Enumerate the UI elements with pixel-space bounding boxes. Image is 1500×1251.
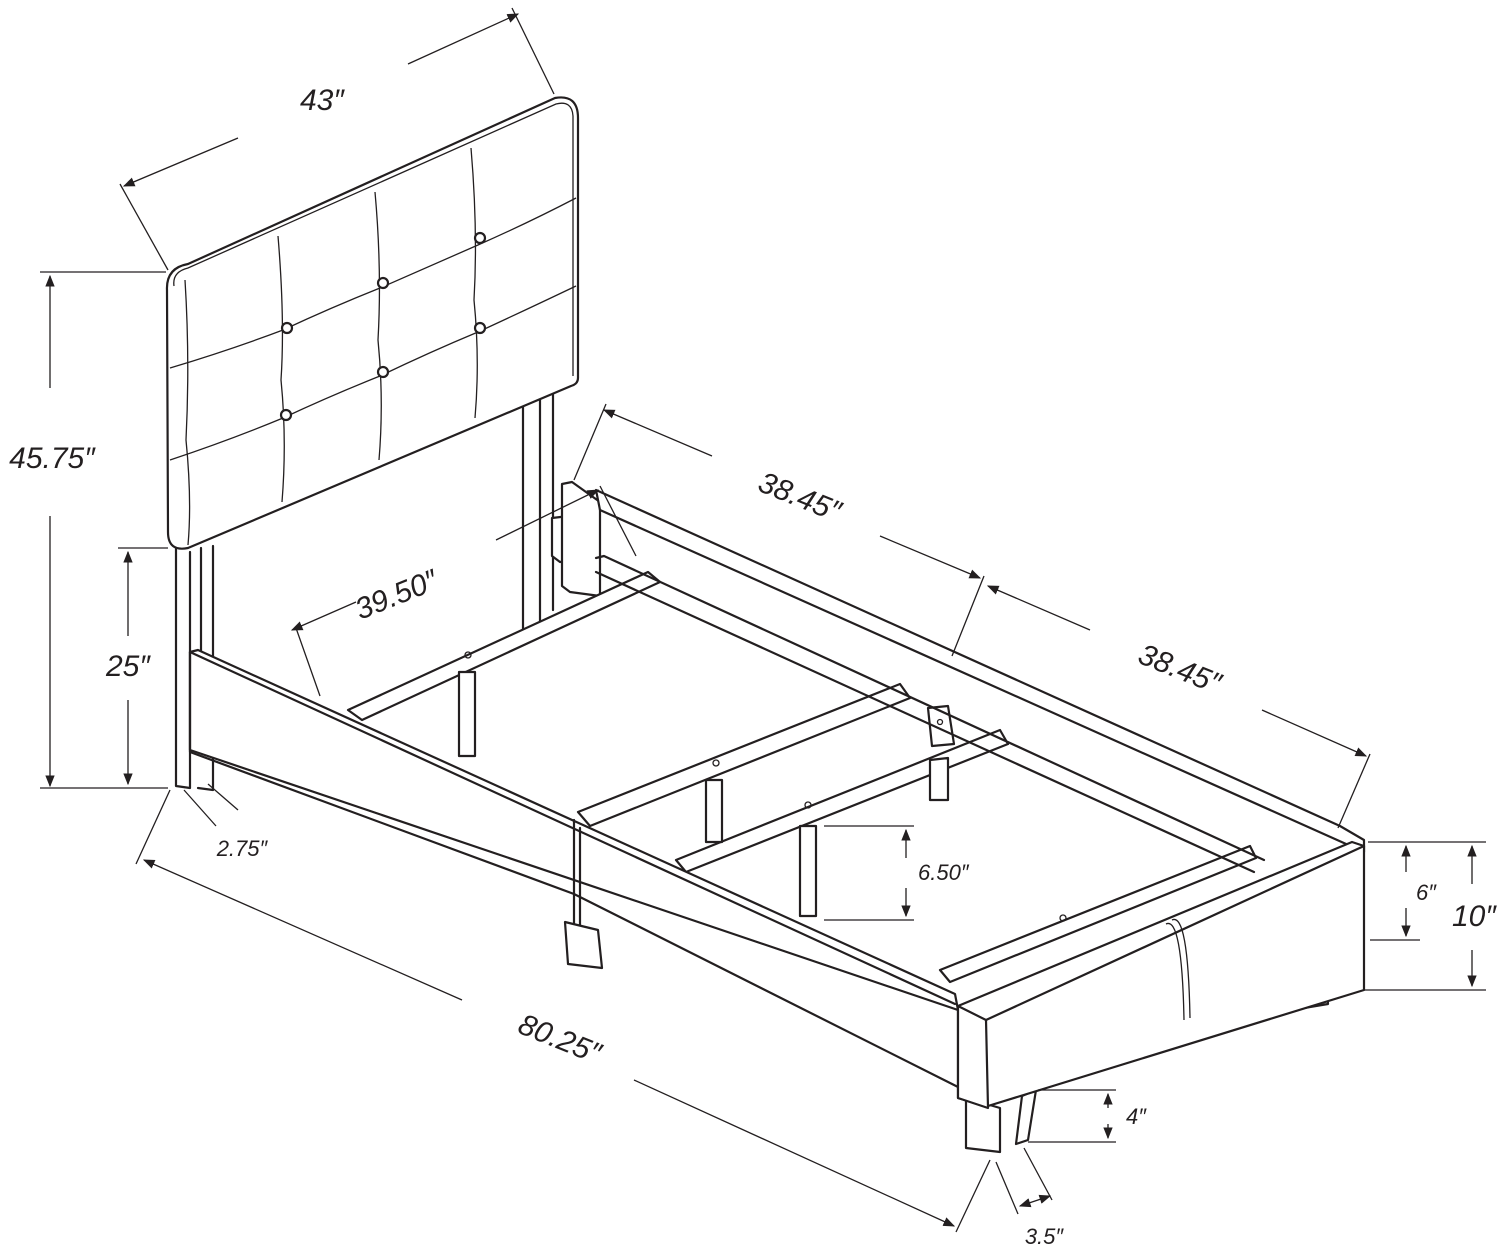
dim-footboard-rail-height: 6″ — [1368, 841, 1486, 941]
rail-inner — [594, 554, 1266, 874]
slats — [346, 570, 1258, 984]
dim-footboard-height: 10″ — [1364, 844, 1497, 991]
dim-center-leg-height: 6.50″ — [824, 825, 970, 921]
mounting-bracket-center — [926, 704, 956, 748]
label-headboard-leg-height: 25″ — [105, 650, 151, 683]
label-center-leg-height: 6.50″ — [918, 860, 970, 885]
label-inner-width: 39.50″ — [351, 563, 444, 626]
label-overall-length: 80.25″ — [514, 1008, 607, 1071]
label-foot-leg-width: 3.5″ — [1025, 1224, 1065, 1249]
label-foot-leg-height: 4″ — [1126, 1104, 1147, 1129]
label-footboard-rail-height: 6″ — [1416, 880, 1437, 905]
dim-total-height: 45.75″ — [9, 271, 168, 789]
dim-foot-leg-width: 3.5″ — [995, 1147, 1065, 1249]
center-legs — [457, 670, 950, 918]
label-footboard-height: 10″ — [1452, 900, 1497, 933]
dim-side-rail-rear: 38.45″ — [951, 575, 1371, 829]
dim-foot-leg-height: 4″ — [1028, 1089, 1147, 1143]
headboard-panel — [165, 96, 580, 550]
label-leg-width-head: 2.75″ — [216, 836, 269, 861]
bed-frame — [165, 96, 1366, 1154]
label-total-height: 45.75″ — [9, 442, 96, 475]
dim-headboard-leg-height: 25″ — [105, 547, 168, 786]
label-side-rail-rear: 38.45″ — [1134, 638, 1227, 701]
front-leg-mid — [563, 920, 604, 970]
label-headboard-width: 43″ — [300, 84, 345, 117]
dim-headboard-width: 43″ — [119, 7, 555, 271]
footboard — [956, 840, 1366, 1110]
label-side-rail-front: 38.45″ — [754, 466, 847, 529]
dim-leg-width-head: 2.75″ — [183, 783, 269, 861]
mounting-bracket-rear — [550, 480, 602, 598]
dim-side-rail-front: 38.45″ — [573, 403, 982, 579]
side-rail-near — [188, 648, 962, 1090]
